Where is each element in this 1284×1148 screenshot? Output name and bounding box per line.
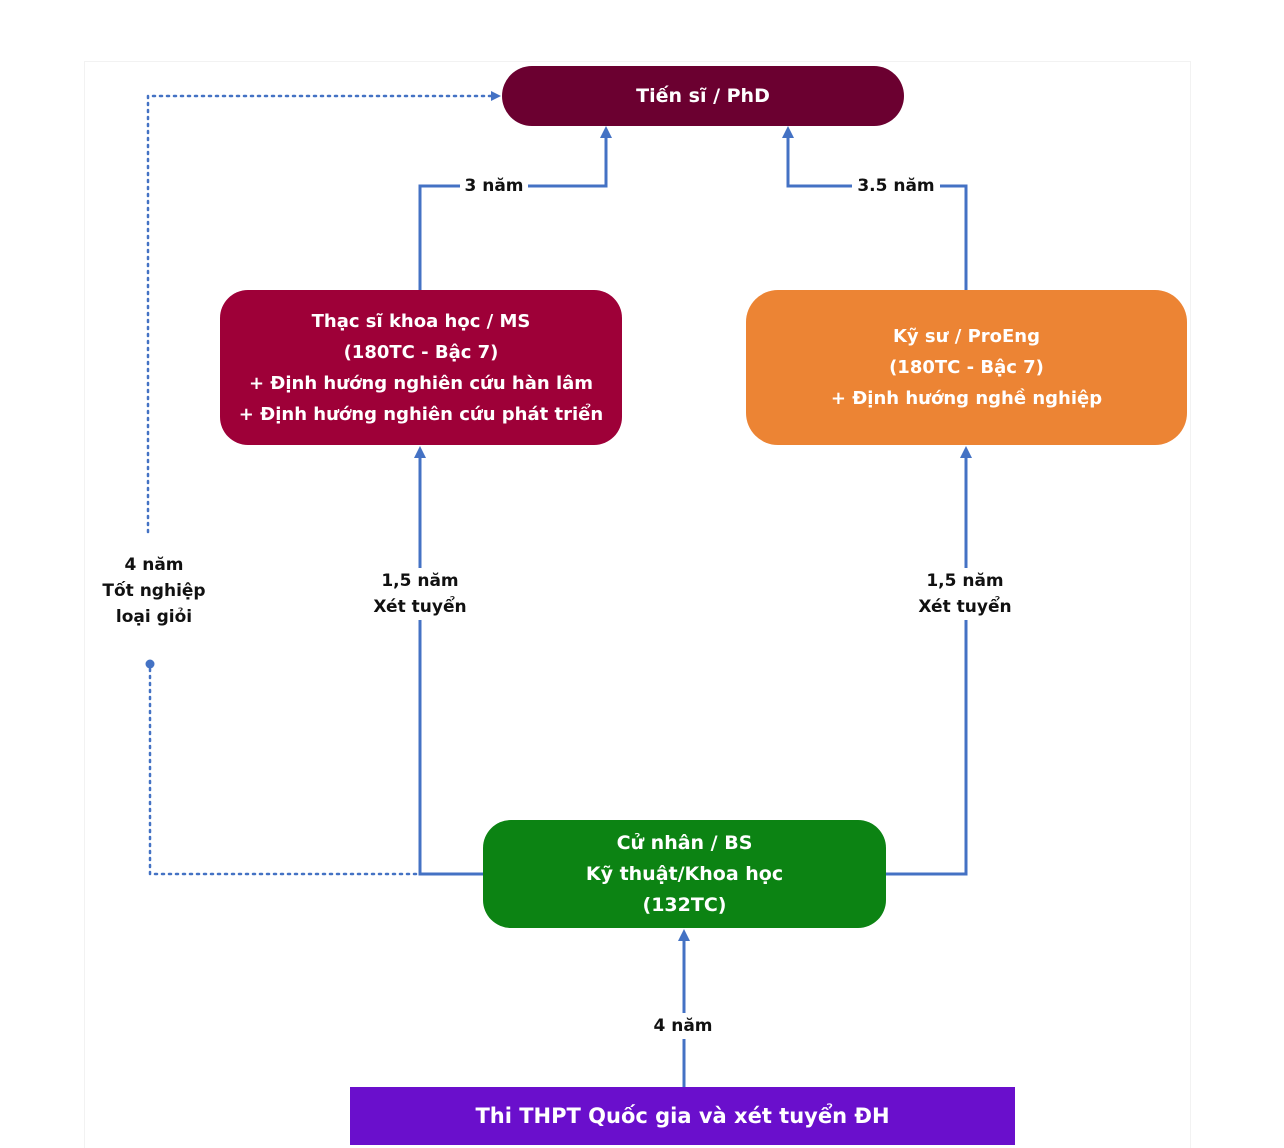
edge-label-bs-to-ms-admission: Xét tuyển	[373, 597, 467, 617]
masters-orientation-academic: + Định hướng nghiên cứu hàn lâm	[248, 372, 594, 394]
bachelor-field: Kỹ thuật/Khoa học	[585, 862, 784, 885]
engineer-credits: (180TC - Bậc 7)	[889, 357, 1044, 378]
connector-bs-to-eng	[886, 446, 972, 876]
edge-label-bs-to-ms-duration: 1,5 năm	[381, 571, 459, 591]
bachelor-node: Cử nhân / BS Kỹ thuật/Khoa học (132TC)	[483, 820, 886, 928]
masters-node: Thạc sĩ khoa học / MS (180TC - Bậc 7) + …	[220, 290, 622, 445]
masters-title: Thạc sĩ khoa học / MS	[311, 310, 531, 332]
edge-label-eng-to-phd: 3.5 năm	[852, 173, 940, 199]
entrance-exam-node: Thi THPT Quốc gia và xét tuyển ĐH	[350, 1087, 1015, 1145]
phd-label: Tiến sĩ / PhD	[636, 85, 770, 107]
phd-node: Tiến sĩ / PhD	[502, 66, 904, 126]
edge-label-ms-to-phd: 3 năm	[460, 173, 528, 199]
bachelor-credits: (132TC)	[642, 893, 727, 916]
connector-bs-to-ms	[414, 446, 483, 876]
edge-label-bs-to-ms: 1,5 năm Xét tuyển	[360, 568, 480, 620]
connector-eng-to-phd	[782, 126, 968, 290]
connector-bs-to-phd-dotted	[148, 662, 418, 876]
edge-label-bs-to-eng-admission: Xét tuyển	[918, 597, 1012, 617]
edge-label-exam-to-bs: 4 năm	[650, 1013, 716, 1039]
connector-dotted-to-phd	[146, 91, 501, 534]
entrance-exam-label: Thi THPT Quốc gia và xét tuyển ĐH	[475, 1104, 890, 1128]
dotted-connector-dot	[145, 659, 155, 669]
edge-label-bs-to-phd-condition: Tốt nghiệp	[102, 581, 206, 601]
edge-label-bs-to-phd-duration: 4 năm	[124, 555, 184, 575]
engineer-title: Kỹ sư / ProEng	[892, 326, 1040, 347]
edge-label-bs-to-phd: 4 năm Tốt nghiệp loại giỏi	[92, 552, 216, 630]
bachelor-title: Cử nhân / BS	[616, 831, 753, 854]
edge-label-bs-to-eng-duration: 1,5 năm	[926, 571, 1004, 591]
edge-label-bs-to-eng: 1,5 năm Xét tuyển	[905, 568, 1025, 620]
edge-label-bs-to-phd-grade: loại giỏi	[115, 607, 193, 627]
engineer-node: Kỹ sư / ProEng (180TC - Bậc 7) + Định hư…	[746, 290, 1187, 445]
connector-ms-to-phd	[418, 126, 612, 290]
masters-credits: (180TC - Bậc 7)	[343, 341, 499, 363]
engineer-orientation: + Định hướng nghề nghiệp	[830, 388, 1103, 409]
masters-orientation-development: + Định hướng nghiên cứu phát triển	[238, 403, 604, 425]
